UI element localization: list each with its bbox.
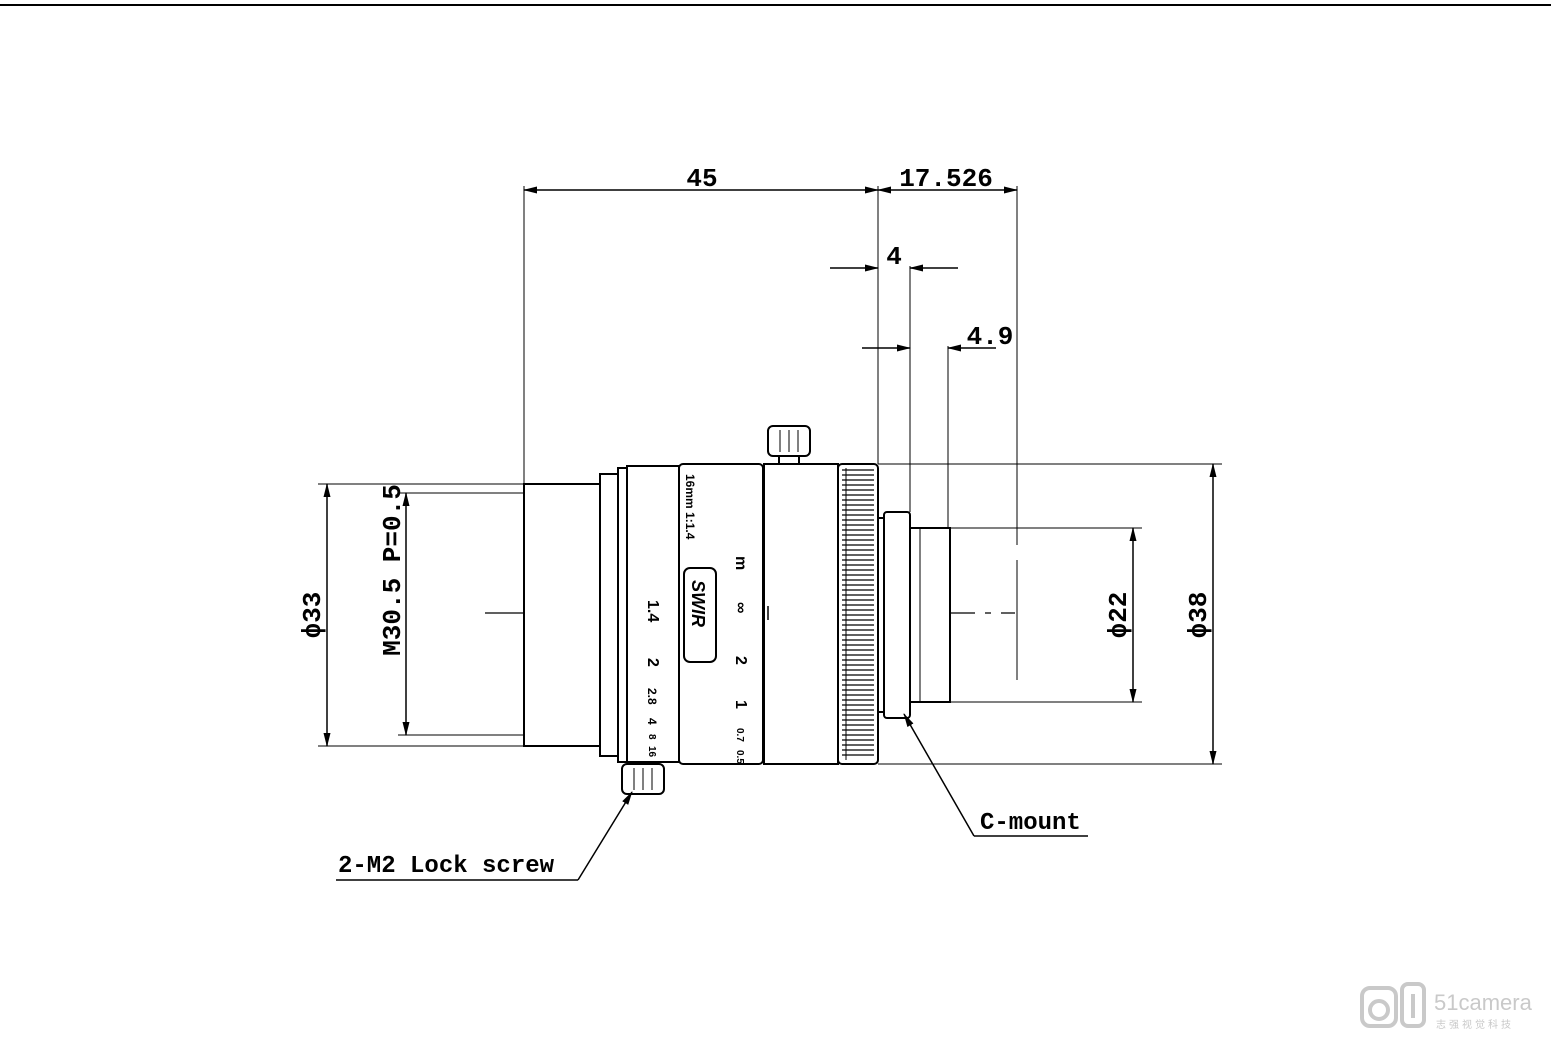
- lens-body: [523, 463, 951, 765]
- focus-ring: [763, 463, 839, 765]
- callout-c-mount: C-mount: [980, 810, 1081, 837]
- lock-screw-top: [767, 425, 811, 465]
- mount-thread: [883, 511, 911, 719]
- aperture-16: 16: [646, 746, 657, 758]
- distance-unit: m: [732, 556, 749, 570]
- focus-0-7: 0.7: [734, 728, 745, 742]
- aperture-ring: [626, 465, 680, 763]
- aperture-4: 4: [645, 718, 659, 725]
- focus-1: 1: [732, 700, 749, 709]
- dim-mount-thread-length: 4: [886, 242, 902, 272]
- lens-markings: 16mm 1:1.4 SWIR m ∞ 2 1 0.7 0.5 1.4 2 2.…: [644, 474, 749, 764]
- aperture-8: 8: [646, 734, 657, 740]
- watermark-brand: 51camera: [1434, 990, 1533, 1015]
- watermark: 51camera 志强视觉科技: [1360, 982, 1533, 1031]
- aperture-2: 2: [644, 658, 661, 667]
- callout-lock-screw: 2-M2 Lock screw: [338, 853, 555, 880]
- watermark-logo-icon: [1360, 982, 1426, 1028]
- focus-0-5: 0.5: [734, 750, 745, 764]
- front-ring-1: [599, 473, 619, 757]
- knurled-grip: [837, 463, 879, 765]
- dim-rear-protrusion: 4.9: [967, 322, 1014, 352]
- focus-infinity: ∞: [732, 602, 749, 613]
- swir-badge: SWIR: [688, 580, 708, 627]
- front-ring-2: [617, 467, 628, 763]
- dim-mount-diameter: ϕ22: [1104, 592, 1134, 639]
- watermark-tagline: 志强视觉科技: [1436, 1018, 1514, 1031]
- extension-lines: [318, 186, 1222, 765]
- aperture-1-4: 1.4: [644, 600, 661, 622]
- knurl-lines: [842, 468, 874, 760]
- dim-flange-distance: 17.526: [899, 164, 993, 194]
- dim-front-diameter: ϕ33: [298, 592, 328, 639]
- aperture-2-8: 2.8: [645, 688, 659, 705]
- dim-filter-thread: M30.5 P=0.5: [378, 484, 408, 656]
- front-barrel: [523, 483, 601, 747]
- swir-badge-frame: [683, 567, 717, 663]
- rear-element: [909, 527, 951, 703]
- leader-lock-screw: [336, 791, 633, 881]
- focus-2: 2: [732, 656, 749, 665]
- leader-c-mount: [903, 713, 1088, 837]
- lock-screw-bottom: [621, 761, 665, 795]
- model-marking: 16mm 1:1.4: [683, 474, 697, 540]
- dimension-lines: [323, 186, 1217, 765]
- dim-overall-length: 45: [686, 164, 717, 194]
- dim-body-diameter: ϕ38: [1184, 592, 1214, 639]
